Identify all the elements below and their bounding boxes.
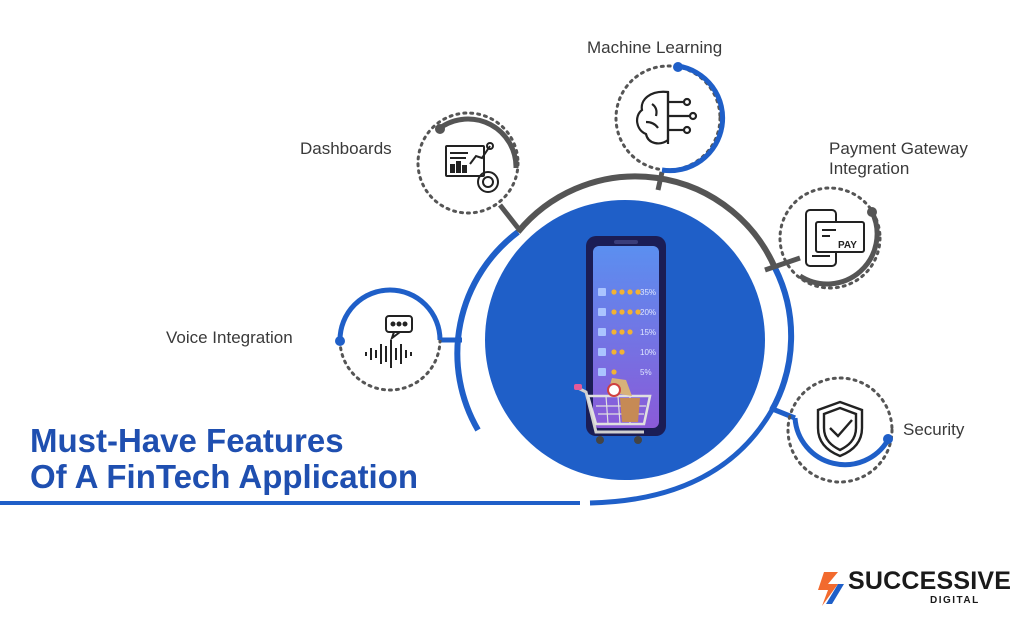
payment-gateway-node: PAY [778, 186, 882, 290]
phone-row-percent: 15% [640, 328, 656, 337]
label-voice-integration: Voice Integration [166, 328, 293, 347]
outer-ring-left-blue [454, 229, 520, 432]
phone-row-dot [611, 289, 617, 295]
connector-ml [655, 171, 665, 191]
voice-wave-icon [365, 315, 413, 368]
pay-label: PAY [838, 240, 857, 251]
phone-row-dot [627, 309, 633, 315]
card-pay-icon [805, 209, 865, 267]
shopping-cart-icon [574, 378, 652, 444]
phone-row-icon [598, 368, 606, 376]
phone-row: 15% [598, 328, 656, 337]
outer-ring-top-gray [515, 173, 778, 270]
phone-row-percent: 10% [640, 348, 656, 357]
phone-row-dot [627, 289, 633, 295]
phone-illustration [586, 236, 666, 436]
dashboards-node [416, 111, 520, 215]
label-security: Security [903, 420, 965, 439]
phone-row-percent: 20% [640, 308, 656, 317]
brain-circuit-icon [636, 90, 698, 145]
phone-row-dot [635, 289, 641, 295]
phone-row: 5% [598, 368, 652, 377]
phone-row-dot [619, 349, 625, 355]
phone-row-dot [611, 349, 617, 355]
phone-row-dot [619, 329, 625, 335]
phone-row-percent: 35% [640, 288, 656, 297]
machine-learning-node [614, 62, 726, 174]
outer-ring-bottom-blue [589, 408, 775, 506]
title-line-1: Must-Have Features [30, 422, 344, 459]
connector-payment [764, 255, 801, 273]
phone-row-icon [598, 308, 606, 316]
connector-dashboards [498, 203, 520, 230]
shield-check-icon [816, 400, 864, 458]
phone-row-icon [598, 348, 606, 356]
title-line-2: Of A FinTech Application [30, 458, 419, 495]
label-machine-learning: Machine Learning [587, 38, 723, 57]
logo-subtitle: DIGITAL [930, 595, 980, 606]
phone-row-icon [598, 288, 606, 296]
phone-row: 35% [598, 288, 656, 297]
outer-ring-right-blue [769, 266, 795, 412]
label-payment-gateway-line1: Payment Gateway [829, 139, 968, 158]
phone-row: 10% [598, 348, 656, 357]
logo-name: SUCCESSIVE [848, 567, 1012, 595]
phone-row-dot [611, 369, 617, 375]
phone-row-dot [611, 329, 617, 335]
phone-row-dot [611, 309, 617, 315]
phone-row-icon [598, 328, 606, 336]
dashboard-chart-icon [445, 142, 499, 193]
successive-logo-icon [818, 572, 844, 606]
label-dashboards: Dashboards [300, 139, 392, 158]
phone-row-dot [619, 309, 625, 315]
security-node [786, 376, 894, 484]
phone-row-percent: 5% [640, 368, 652, 377]
phone-row-dot [627, 329, 633, 335]
phone-row: 20% [598, 308, 656, 317]
phone-row-dot [635, 309, 641, 315]
label-payment-gateway-line2: Integration [829, 159, 910, 178]
voice-integration-node [335, 287, 443, 392]
phone-row-dot [619, 289, 625, 295]
